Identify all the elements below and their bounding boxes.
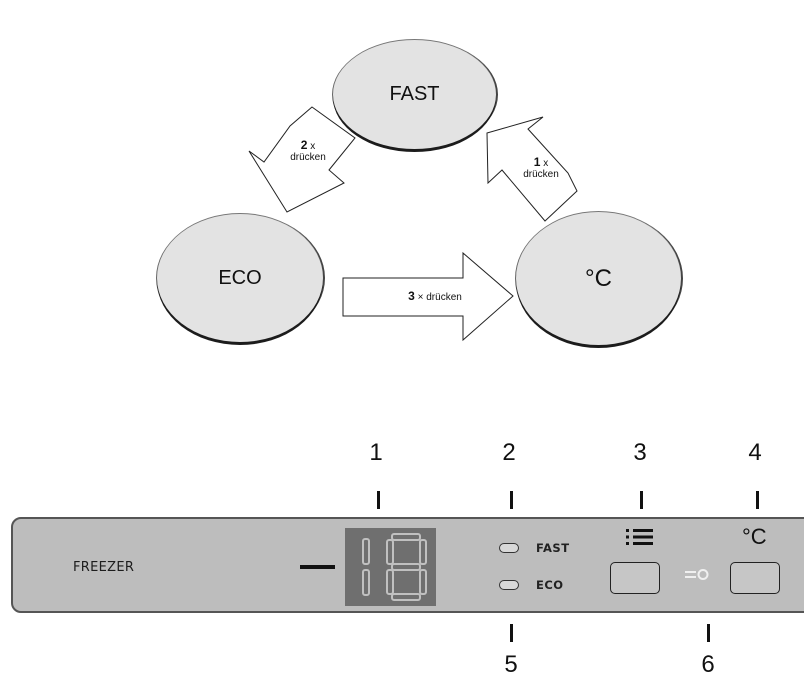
- arrow-celsius-to-fast-suffix: x: [543, 158, 549, 169]
- mode-eco-circle: ECO: [157, 214, 323, 342]
- callout-2: 2: [502, 439, 516, 466]
- mode-fast-label: FAST: [389, 83, 440, 105]
- mode-eco-label: ECO: [218, 266, 262, 289]
- led-eco-label: ECO: [536, 578, 564, 592]
- arrow-eco-to-celsius-suffix: ×: [417, 292, 424, 303]
- callout-4-tick: [756, 491, 759, 509]
- cycle-arrows: [248, 106, 578, 342]
- led-eco-indicator: [499, 580, 519, 590]
- key-lock-icon: [684, 567, 714, 588]
- arrow-fast-to-eco: [248, 106, 356, 213]
- callout-1-tick: [377, 491, 380, 509]
- callout-3: 3: [633, 439, 647, 466]
- arrow-fast-to-eco-suffix: x: [310, 141, 316, 152]
- callout-6: 6: [701, 651, 715, 678]
- arrow-celsius-to-fast-count: 1: [533, 155, 541, 169]
- menu-button[interactable]: [610, 562, 660, 594]
- led-fast-label: FAST: [536, 541, 570, 555]
- menu-list-icon: [624, 527, 658, 552]
- celsius-button[interactable]: [730, 562, 780, 594]
- callout-1: 1: [369, 439, 383, 466]
- celsius-icon: °C: [742, 524, 767, 549]
- callout-4: 4: [748, 439, 762, 466]
- arrow-fast-to-eco-count: 2: [300, 138, 308, 152]
- mode-celsius-circle: °C: [516, 212, 681, 345]
- callout-2-tick: [510, 491, 513, 509]
- callout-3-tick: [640, 491, 643, 509]
- arrow-fast-to-eco-word: drücken: [290, 152, 326, 163]
- arrow-fast-to-eco-label: 2 x drücken: [283, 138, 333, 163]
- mode-fast-circle: FAST: [333, 40, 496, 149]
- arrow-celsius-to-fast-word: drücken: [523, 169, 559, 180]
- temperature-display: 18: [345, 528, 436, 606]
- arrow-eco-to-celsius-label: 3 × drücken: [375, 289, 495, 303]
- mode-celsius-label: °C: [585, 264, 612, 292]
- callout-5-tick: [510, 624, 513, 642]
- arrow-celsius-to-fast-label: 1 x drücken: [516, 155, 566, 180]
- arrow-eco-to-celsius-count: 3: [408, 289, 415, 303]
- arrow-celsius-to-fast: [486, 116, 578, 222]
- arrow-eco-to-celsius: [342, 251, 514, 342]
- led-fast-indicator: [499, 543, 519, 553]
- display-minus-sign: [300, 565, 335, 569]
- freezer-label: FREEZER: [73, 560, 135, 575]
- arrow-eco-to-celsius-word: drücken: [426, 292, 462, 303]
- callout-6-tick: [707, 624, 710, 642]
- seven-segment-digits: [362, 533, 427, 601]
- callout-5: 5: [504, 651, 518, 678]
